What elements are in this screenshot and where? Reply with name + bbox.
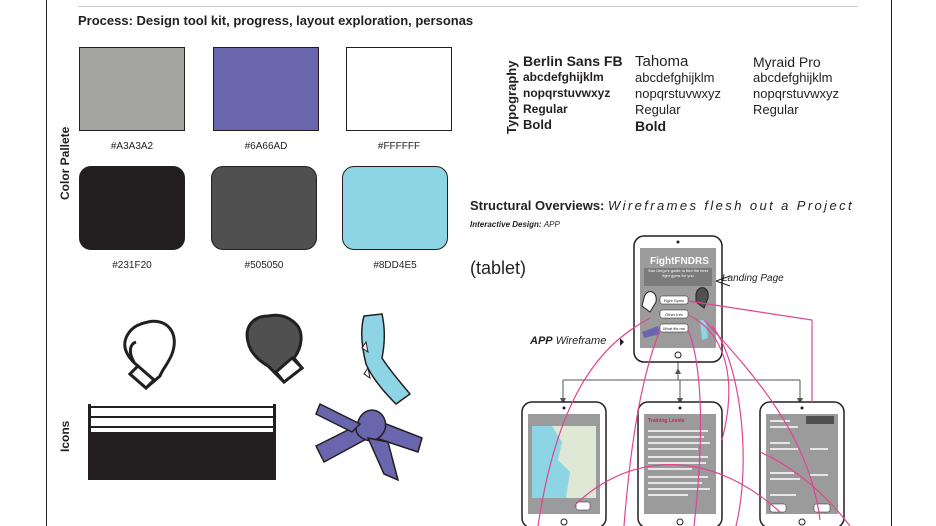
app-wireframe-label: APP Wireframe [530,335,606,347]
tablet-landing-page [633,235,723,363]
typography-berlin: Berlin Sans FB abcdefghijklm nopqrstuvwx… [523,53,623,133]
top-divider [78,6,858,7]
font-bold: Bold [635,118,667,134]
tablet-info-screen [759,401,845,526]
font-lower-2: nopqrstuvwxyz [635,86,721,101]
interactive-design-label: Interactive Design: APP [470,220,560,229]
swatch-label: #FFFFFF [377,141,421,152]
font-lower: abcdefghijklm [753,70,833,85]
font-name: Berlin Sans FB [523,53,623,69]
martial-arts-belt-icon [314,402,423,482]
interactive-label: Interactive Design: [470,220,542,229]
swatch-a3a3a2 [79,47,185,131]
frame-left-border [46,0,47,526]
tablet-app-name: FightFNDRS [650,256,709,267]
arrow-icon [797,398,803,404]
swatch-ffffff [346,47,452,131]
typography-myriad: Myraid Pro abcdefghijklm nopqrstuvwxyz R… [753,54,839,118]
font-regular: Regular [635,102,681,117]
triangle-arrow-icon [620,338,624,346]
font-name: Tahoma [635,53,689,70]
arrow-icon [677,398,683,404]
tablet-button-gyms[interactable]: Fight Gyms [663,298,685,303]
shin-guard-icon [361,313,412,405]
boxing-glove-dark-icon [245,313,305,385]
flow-lines [537,300,851,526]
tablet-button-fits[interactable]: What fits me [662,326,686,331]
arrow-icon [560,398,566,404]
font-lower-2: nopqrstuvwxyz [753,86,839,101]
swatch-label: #6A66AD [244,141,288,152]
app-wireframe-bold: APP [530,335,553,347]
tablet-button-info[interactable]: Other Info [665,312,683,317]
landing-page-label: Landing Page [722,273,784,284]
font-lower: abcdefghijklm [523,70,604,84]
device-label: (tablet) [470,258,527,278]
swatch-8dd4e5 [342,166,448,250]
app-wireframe-rest: Wireframe [555,335,607,347]
font-bold: Bold [523,117,552,132]
structural-title-italic: Wireframes flesh out a Project [608,198,855,213]
wireframe-connectors [562,362,801,398]
swatch-label: #A3A3A2 [110,141,154,152]
arrow-icon [675,368,681,374]
boxing-glove-white-icon [123,319,176,391]
font-regular: Regular [753,102,799,117]
interactive-value: APP [543,220,560,229]
process-title: Process: Design tool kit, progress, layo… [78,13,474,28]
boxing-ring-icon [88,404,276,480]
pointer-icon [715,275,731,287]
swatch-label: #231F20 [112,260,152,271]
training-screen-title: Training Levels [648,418,685,424]
font-lower-2: nopqrstuvwxyz [523,86,611,100]
swatch-label: #505050 [244,260,284,271]
swatch-label: #8DD4E5 [373,260,417,271]
font-lower: abcdefghijklm [635,70,715,85]
swatch-505050 [211,166,317,250]
font-name: Myraid Pro [753,54,821,70]
frame-right-border [891,0,892,526]
typography-tahoma: Tahoma abcdefghijklm nopqrstuvwxyz Regul… [635,53,721,135]
structural-title: Structural Overviews: Wireframes flesh o… [470,198,854,213]
font-regular: Regular [523,102,568,116]
structural-title-bold: Structural Overviews: [470,198,605,213]
swatch-6a66ad [213,47,319,131]
swatch-231f20 [79,166,185,250]
tablet-subtitle: San Diego's guide to find the best fight… [648,268,708,278]
